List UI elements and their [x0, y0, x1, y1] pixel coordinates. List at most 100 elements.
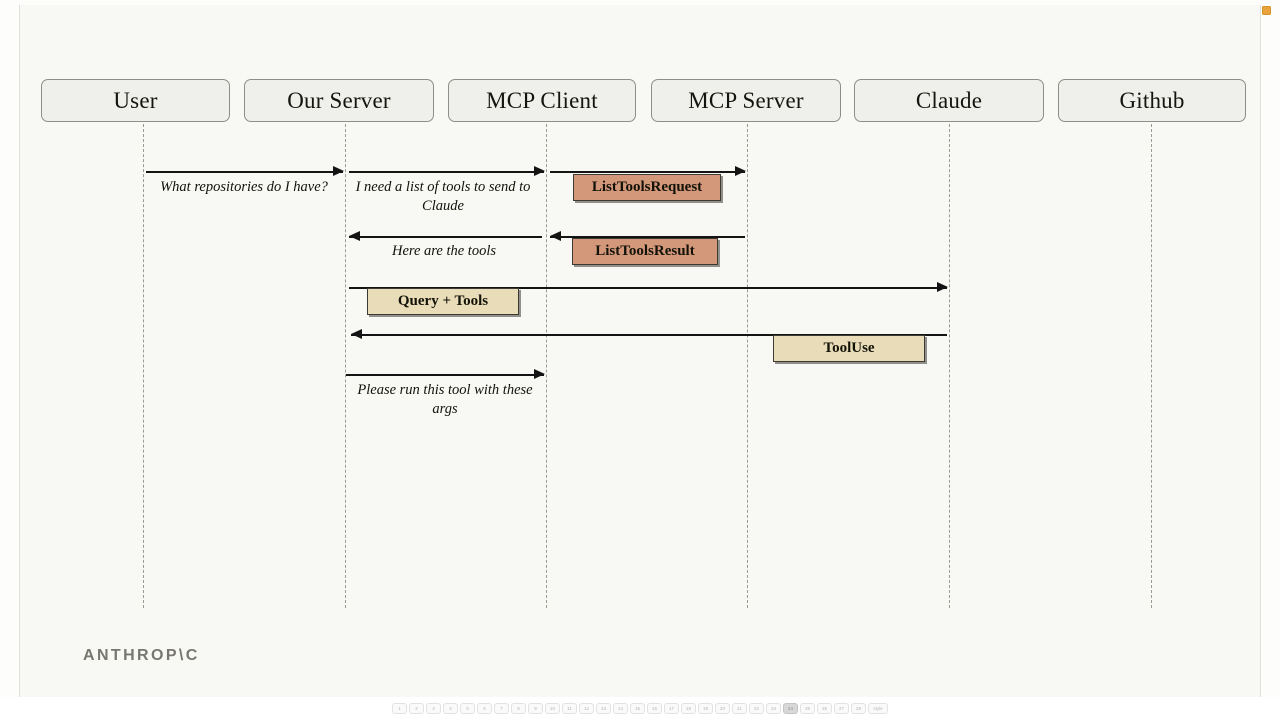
participant-label: MCP Client [486, 87, 598, 113]
payload-box-m6: Query + Tools [367, 288, 519, 315]
slide-thumbnail-27[interactable]: 27 [834, 703, 849, 714]
slide-thumbnail-number: 9 [534, 706, 537, 711]
participant-github: Github [1058, 79, 1246, 122]
slide-thumbnail-24[interactable]: 24 [783, 703, 798, 714]
arrow-head-m5 [550, 231, 561, 241]
slide-thumbnail-14[interactable]: 14 [613, 703, 628, 714]
slide-thumbnail-6[interactable]: 6 [477, 703, 492, 714]
slide-thumbnail-number: 27 [838, 706, 844, 711]
payload-label: ListToolsResult [595, 243, 695, 259]
slide-thumbnail-23[interactable]: 23 [766, 703, 781, 714]
slide-thumbnail-number: 4 [449, 706, 452, 711]
slide-thumbnail-number: 21 [736, 706, 742, 711]
slide-thumbnail-number: 5 [466, 706, 469, 711]
slide-thumbnail-number: 24 [787, 706, 793, 711]
lifeline-claude [949, 124, 950, 608]
lifeline-mcp-server [747, 124, 748, 608]
message-arrow-m5 [550, 236, 745, 238]
slide-thumbnail-number: 8 [517, 706, 520, 711]
slide-thumbnail-17[interactable]: 17 [664, 703, 679, 714]
slide-thumbnail-4[interactable]: 4 [443, 703, 458, 714]
participant-our-server: Our Server [244, 79, 434, 122]
slide-thumbnail-number: 15 [634, 706, 640, 711]
lifeline-user [143, 124, 144, 608]
message-arrow-m8 [346, 374, 544, 376]
slide-thumbnail-number: 28 [855, 706, 861, 711]
arrow-head-m4 [349, 231, 360, 241]
arrow-head-m1 [333, 166, 344, 176]
slide-thumbnail-number: 18 [685, 706, 691, 711]
arrow-head-m3 [735, 166, 746, 176]
message-label-m1: What repositories do I have? [160, 179, 328, 195]
message-arrow-m4 [349, 236, 542, 238]
anthropic-watermark: ANTHROP\C [83, 647, 200, 664]
participant-claude: Claude [854, 79, 1044, 122]
slide-thumbnail-11[interactable]: 11 [562, 703, 577, 714]
slide-thumbnail-21[interactable]: 21 [732, 703, 747, 714]
slide-thumbnail-number: 19 [702, 706, 708, 711]
slide-thumbnail-number: 17 [668, 706, 674, 711]
participant-mcp-server: MCP Server [651, 79, 841, 122]
slide-thumbnail-number: 11 [567, 706, 572, 711]
slide-thumbnail-number: 23 [770, 706, 776, 711]
lifeline-github [1151, 124, 1152, 608]
slide-thumbnail-16[interactable]: 16 [647, 703, 662, 714]
lifeline-our-server [345, 124, 346, 608]
slide-thumbnail-10[interactable]: 10 [545, 703, 560, 714]
slide-thumbnail-style[interactable]: style [868, 703, 888, 714]
slide-thumbnail-28[interactable]: 28 [851, 703, 866, 714]
message-label-m4: Here are the tools [391, 243, 497, 259]
slide-thumbnail-2[interactable]: 2 [409, 703, 424, 714]
message-arrow-m7 [351, 334, 947, 336]
slide-thumbnail-3[interactable]: 3 [426, 703, 441, 714]
slide-thumbnail-number: style [873, 706, 883, 711]
slide-thumbnail-18[interactable]: 18 [681, 703, 696, 714]
payload-box-m5: ListToolsResult [572, 238, 718, 265]
slide-thumbnail-26[interactable]: 26 [817, 703, 832, 714]
slide-thumbnail-number: 20 [719, 706, 725, 711]
slide-thumbnail-number: 6 [483, 706, 486, 711]
slide-thumbnail-number: 1 [398, 706, 401, 711]
slide-thumbnail-number: 7 [500, 706, 503, 711]
slide-thumbnail-number: 14 [617, 706, 623, 711]
slide-thumbnail-15[interactable]: 15 [630, 703, 645, 714]
slide-thumbnail-9[interactable]: 9 [528, 703, 543, 714]
slide-thumbnail-13[interactable]: 13 [596, 703, 611, 714]
slide-thumbnail-number: 13 [600, 706, 606, 711]
payload-label: ToolUse [823, 340, 875, 356]
message-arrow-m3 [550, 171, 745, 173]
payload-box-m3: ListToolsRequest [573, 174, 721, 201]
slide-thumbnail-number: 10 [549, 706, 555, 711]
payload-label: ListToolsRequest [591, 179, 703, 195]
arrow-head-m7 [351, 329, 362, 339]
slide-thumbnail-1[interactable]: 1 [392, 703, 407, 714]
participant-label: Our Server [287, 87, 391, 113]
message-arrow-m1 [146, 171, 343, 173]
arrow-head-m8 [534, 369, 545, 379]
slide-thumbnail-number: 2 [415, 706, 418, 711]
participant-label: MCP Server [688, 87, 804, 113]
payload-label: Query + Tools [397, 293, 489, 309]
slide-thumbnail-12[interactable]: 12 [579, 703, 594, 714]
message-label-m2: I need a list of tools to send to Claude [355, 179, 531, 214]
status-indicator-dot [1262, 6, 1271, 15]
slide-canvas: ANTHROP\C User Our Server MCP Client MCP Se… [19, 5, 1261, 697]
slide-thumbnail-19[interactable]: 19 [698, 703, 713, 714]
slide-thumbnail-20[interactable]: 20 [715, 703, 730, 714]
message-arrow-m6 [349, 287, 947, 289]
payload-box-m7: ToolUse [773, 335, 925, 362]
slide-thumbnail-22[interactable]: 22 [749, 703, 764, 714]
slide-thumbnail-25[interactable]: 25 [800, 703, 815, 714]
arrow-head-m2 [534, 166, 545, 176]
lifeline-mcp-client [546, 124, 547, 608]
slide-thumbnail-7[interactable]: 7 [494, 703, 509, 714]
participant-label: User [113, 87, 158, 113]
slide-thumbnail-number: 26 [821, 706, 827, 711]
participant-user: User [41, 79, 230, 122]
slide-thumbnail-8[interactable]: 8 [511, 703, 526, 714]
slide-thumbnail-number: 25 [804, 706, 810, 711]
slide-thumbnail-number: 12 [583, 706, 589, 711]
slide-thumbnail-5[interactable]: 5 [460, 703, 475, 714]
slide-thumbnail-number: 16 [651, 706, 657, 711]
